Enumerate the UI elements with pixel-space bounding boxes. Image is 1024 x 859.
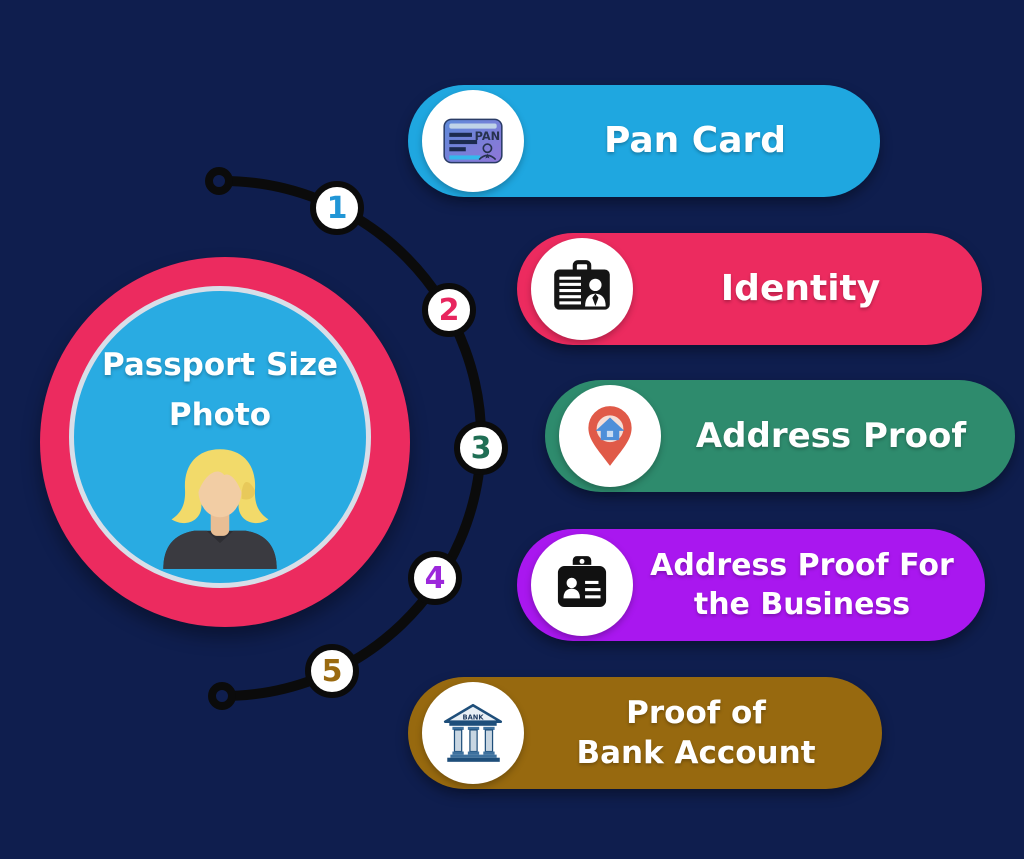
step-number-3-text: 3 [470,430,492,466]
step-number-1: 1 [310,181,364,235]
passport-photo-title: Passport Size Photo [74,341,366,440]
identity-card-icon-circle [531,238,633,340]
step-label-address-proof-line1: Address Proof [695,415,967,456]
step-label-identity: Identity [633,266,982,313]
step-pill-address-proof: Address Proof [545,380,1015,492]
step-number-5: 5 [305,644,359,698]
address-location-pin-icon [588,406,632,466]
business-clipboard-icon [556,556,608,609]
address-location-pin-icon-circle [559,385,661,487]
step-pill-pan-card: PAN Pan Card [408,85,880,197]
step-number-4: 4 [408,551,462,605]
step-number-4-text: 4 [424,560,446,596]
step-label-address-proof: Address Proof [661,414,1015,458]
step-label-pan-card: Pan Card [524,118,880,165]
step-number-3: 3 [454,421,508,475]
step-label-business-address-proof: Address Proof For the Business [633,546,985,624]
step-number-2-text: 2 [438,292,460,328]
woman-passport-photo-avatar [163,449,277,569]
passport-photo-title-line1: Passport Size [101,347,339,383]
step-pill-identity: Identity [517,233,982,345]
step-number-5-text: 5 [321,653,343,689]
passport-photo-badge: Passport Size Photo [40,257,410,627]
connector-end-dot-top [205,167,233,195]
svg-text:PAN: PAN [475,129,500,143]
step-label-business-address-proof-line2: the Business [693,587,911,622]
svg-text:BANK: BANK [462,714,484,722]
pan-card-icon-circle: PAN [422,90,524,192]
step-pill-bank-account-proof: BANK Proof of Bank Account [408,677,882,789]
step-pill-business-address-proof: Address Proof For the Business [517,529,985,641]
step-label-identity-line1: Identity [720,267,881,309]
passport-photo-title-line2: Photo [168,396,272,433]
connector-end-dot-bottom [208,682,236,710]
step-label-bank-account-proof-line1: Proof of [626,694,766,731]
step-label-bank-account-proof: Proof of Bank Account [524,693,882,774]
identity-card-icon [554,260,610,310]
bank-building-icon: BANK [443,703,503,762]
step-label-bank-account-proof-line2: Bank Account [576,735,816,771]
bank-building-icon-circle: BANK [422,682,524,784]
step-label-pan-card-line1: Pan Card [603,119,787,161]
step-number-2: 2 [422,283,476,337]
passport-photo-badge-inner: Passport Size Photo [69,286,371,588]
business-clipboard-icon-circle [531,534,633,636]
step-number-1-text: 1 [326,190,348,226]
step-label-business-address-proof-line1: Address Proof For [650,548,954,583]
pan-card-icon: PAN [443,118,503,164]
